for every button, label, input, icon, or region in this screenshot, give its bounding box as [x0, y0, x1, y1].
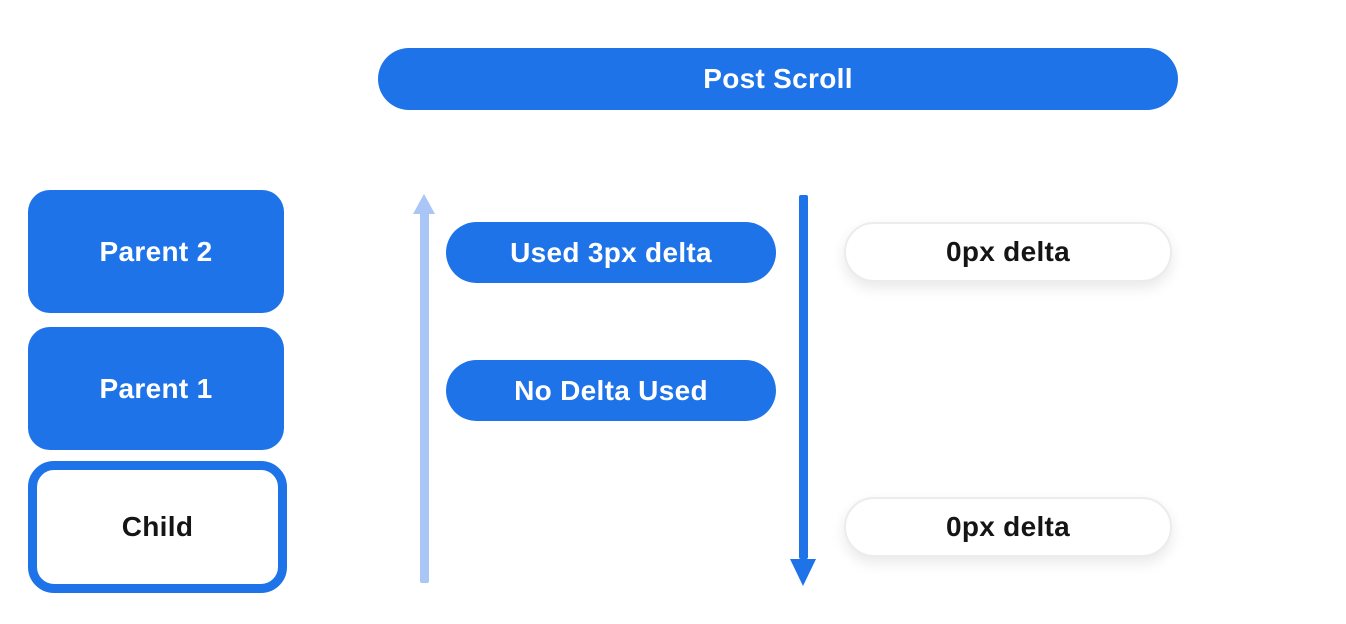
arrow-up-stem	[420, 210, 429, 583]
arrow-down-icon	[790, 559, 816, 586]
post-scroll-header: Post Scroll	[378, 48, 1178, 110]
child-box: Child	[28, 461, 287, 593]
arrow-up-icon	[413, 194, 435, 214]
no-delta-used-pill: No Delta Used	[446, 360, 776, 421]
arrow-down-stem	[799, 195, 808, 559]
zero-px-delta-pill-top: 0px delta	[844, 222, 1172, 282]
zero-px-delta-pill-bottom: 0px delta	[844, 497, 1172, 557]
parent-2-box: Parent 2	[28, 190, 284, 313]
used-3px-delta-pill: Used 3px delta	[446, 222, 776, 283]
parent-1-box: Parent 1	[28, 327, 284, 450]
